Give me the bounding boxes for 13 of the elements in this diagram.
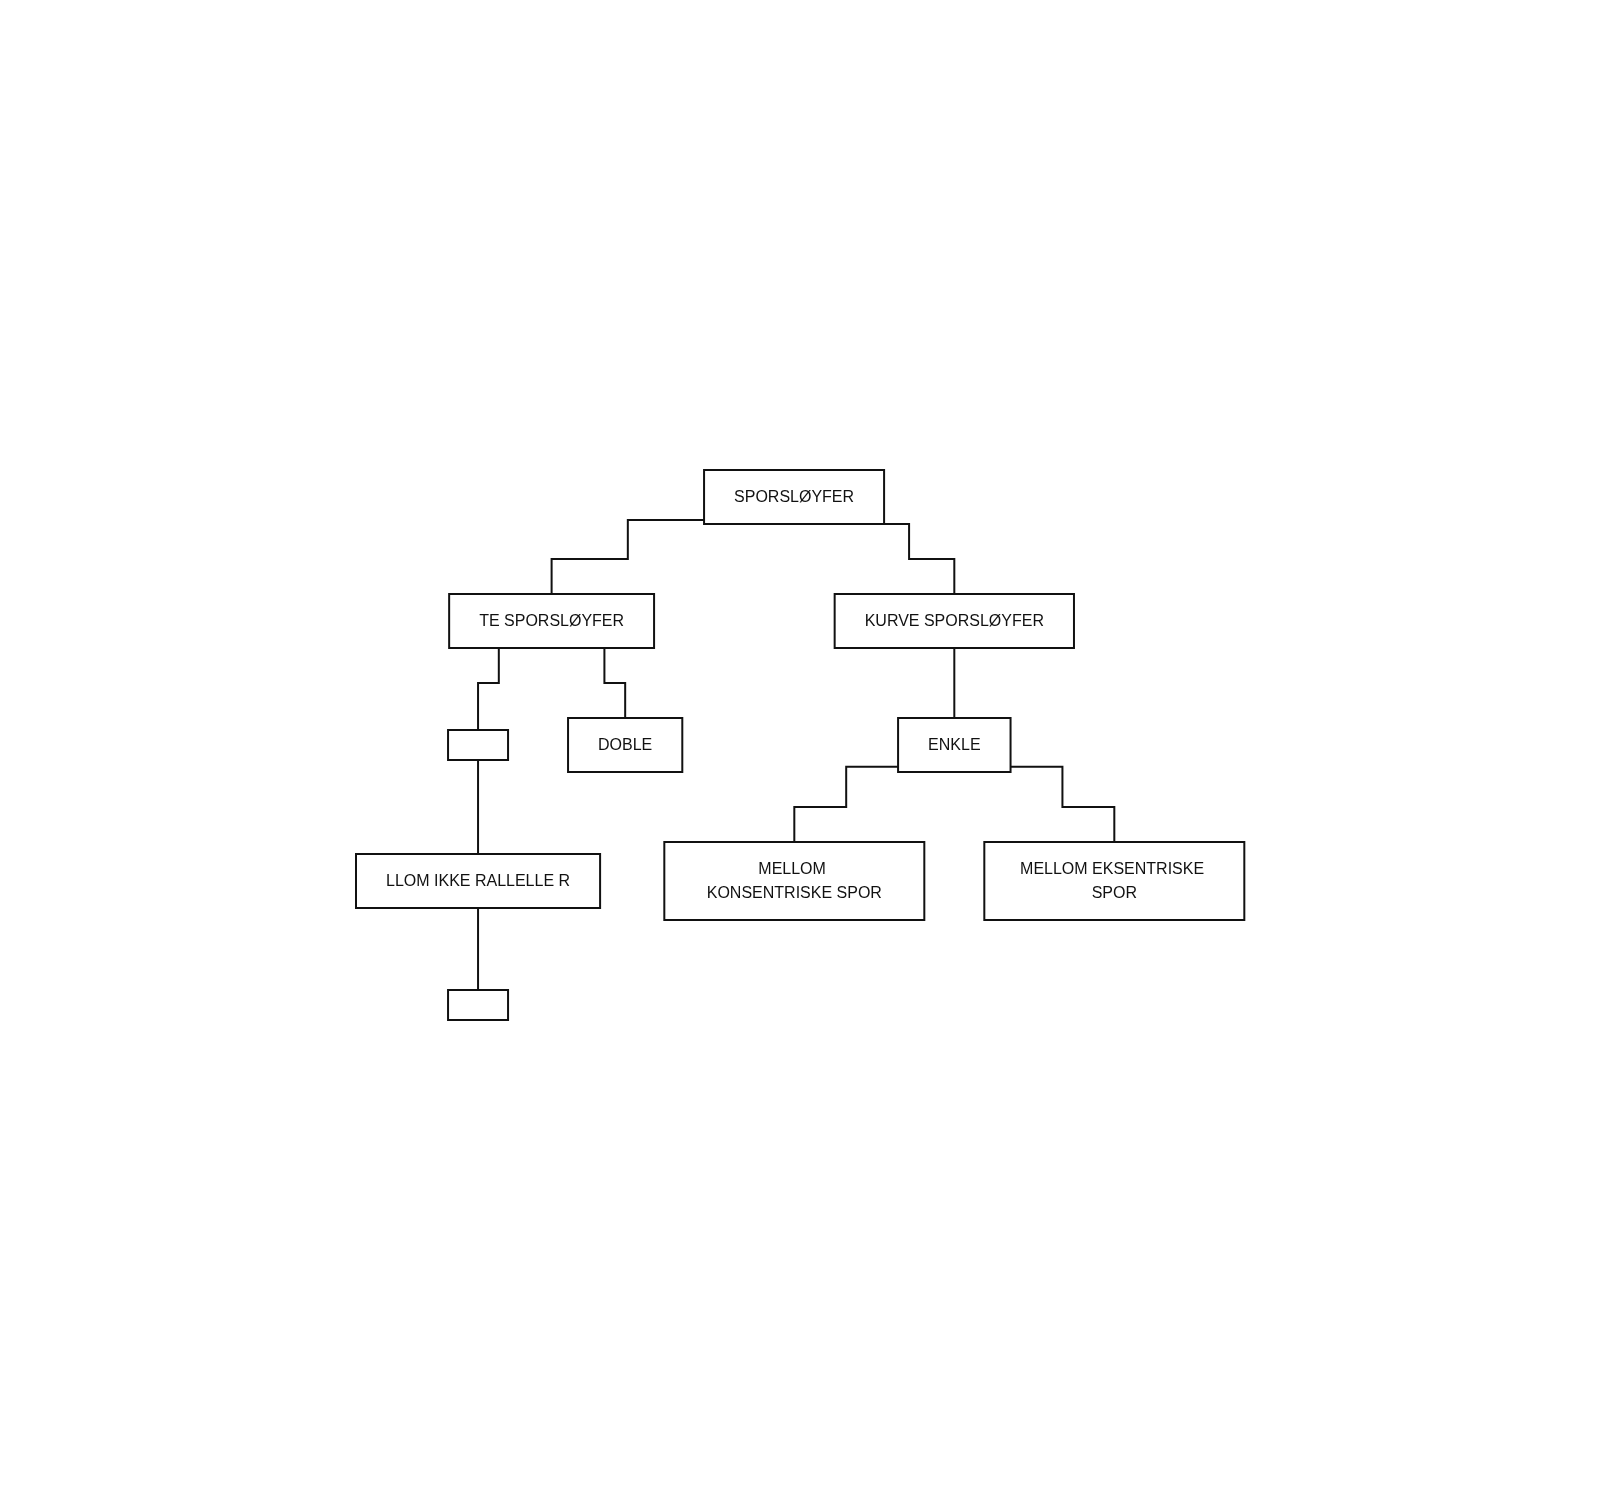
node-box: TE SPORSLØYFER — [448, 592, 655, 649]
connector — [476, 758, 479, 855]
node-box — [446, 988, 509, 1021]
node-box: MELLOM EKSENTRISKE SPOR — [983, 840, 1246, 921]
connector — [953, 646, 956, 719]
node-box: MELLOM KONSENTRISKE SPOR — [663, 840, 926, 921]
node-box: SPORSLØYFER — [702, 468, 885, 525]
node-box — [446, 728, 509, 761]
node-box: LLOM IKKE RALLELLE R — [354, 852, 601, 909]
connector — [476, 906, 479, 991]
node-box: DOBLE — [566, 716, 684, 773]
node-box: ENKLE — [896, 716, 1012, 773]
node-box: KURVE SPORSLØYFER — [833, 592, 1075, 649]
